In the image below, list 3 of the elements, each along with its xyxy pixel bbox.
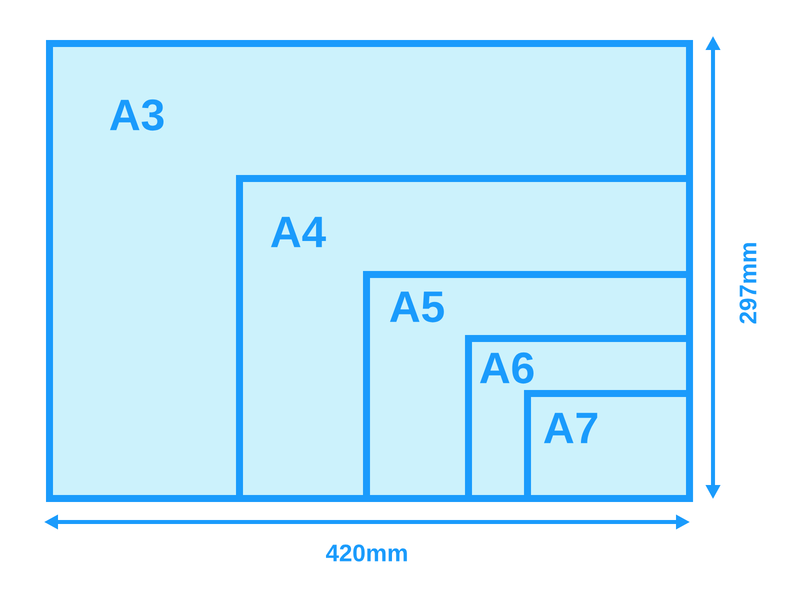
paper-size-box: A7 bbox=[524, 390, 693, 502]
dimension-label: 297mm bbox=[740, 243, 756, 324]
dimension-label: 420mm bbox=[326, 544, 407, 562]
